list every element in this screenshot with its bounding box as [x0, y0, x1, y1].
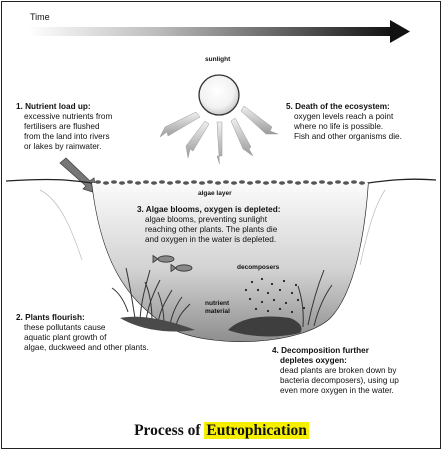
- step4-heading-line1: 4. Decomposition further: [272, 346, 369, 355]
- step1-line: fertilisers are flushed: [24, 122, 100, 131]
- step4-line: even more oxygen in the water.: [280, 386, 394, 395]
- nutrient-material-label: nutrient material: [205, 300, 230, 316]
- step1-line: from the land into rivers: [24, 132, 110, 141]
- nutrient-label-line1: nutrient: [205, 300, 230, 307]
- sunlight-label: sunlight: [205, 56, 231, 63]
- sun-rays: [159, 105, 279, 165]
- runoff-arrow: [59, 157, 97, 194]
- algae-layer-label: algae layer: [198, 190, 232, 197]
- step3-heading: 3. Algae blooms, oxygen is depleted:: [137, 205, 281, 214]
- dead-plants: [297, 269, 333, 328]
- step5-block: 5. Death of the ecosystem: oxygen levels…: [286, 102, 436, 142]
- step2-line: aquatic plant growth of: [24, 333, 107, 342]
- step1-line: excessive nutrients from: [24, 112, 113, 121]
- step3-block: 3. Algae blooms, oxygen is depleted: alg…: [137, 205, 327, 245]
- step4-heading-line2: depletes oxygen:: [280, 356, 347, 365]
- title-prefix: Process of: [134, 422, 205, 439]
- step2-line: algae, duckweed and other plants.: [24, 343, 149, 352]
- sun-icon: [198, 74, 240, 116]
- step5-line: oxygen levels reach a point: [294, 112, 394, 121]
- step2-line: these pollutants cause: [24, 323, 106, 332]
- step4-line: bacteria decomposers), using up: [280, 376, 399, 385]
- step4-block: 4. Decomposition further depletes oxygen…: [272, 346, 437, 396]
- step3-line: and oxygen in the water is depleted.: [145, 235, 277, 244]
- step4-line: dead plants are broken down by: [280, 366, 397, 375]
- step5-heading: 5. Death of the ecosystem:: [286, 102, 390, 111]
- plant-bed: [120, 316, 195, 332]
- step1-line: or lakes by rainwater.: [24, 142, 102, 151]
- page-title: Process of Eutrophication: [0, 422, 443, 440]
- algae-layer: [95, 180, 365, 185]
- title-highlight: Eutrophication: [204, 422, 309, 439]
- time-arrow: [28, 20, 410, 43]
- step1-heading: 1. Nutrient load up:: [16, 102, 91, 111]
- step3-line: algae blooms, preventing sunlight: [145, 215, 267, 224]
- step1-block: 1. Nutrient load up: excessive nutrients…: [16, 102, 166, 152]
- fish-icon: [152, 254, 193, 273]
- nutrient-material: [228, 316, 302, 337]
- step5-line: Fish and other organisms die.: [294, 132, 402, 141]
- step3-line: reaching other plants. The plants die: [145, 225, 278, 234]
- step5-line: where no life is possible.: [294, 122, 384, 131]
- time-label: Time: [30, 12, 50, 22]
- step2-heading: 2. Plants flourish:: [16, 313, 85, 322]
- decomposers-label: decomposers: [237, 264, 280, 271]
- step2-block: 2. Plants flourish: these pollutants cau…: [16, 313, 206, 353]
- nutrient-label-line2: material: [205, 308, 230, 315]
- decomposer-particles: [244, 277, 306, 314]
